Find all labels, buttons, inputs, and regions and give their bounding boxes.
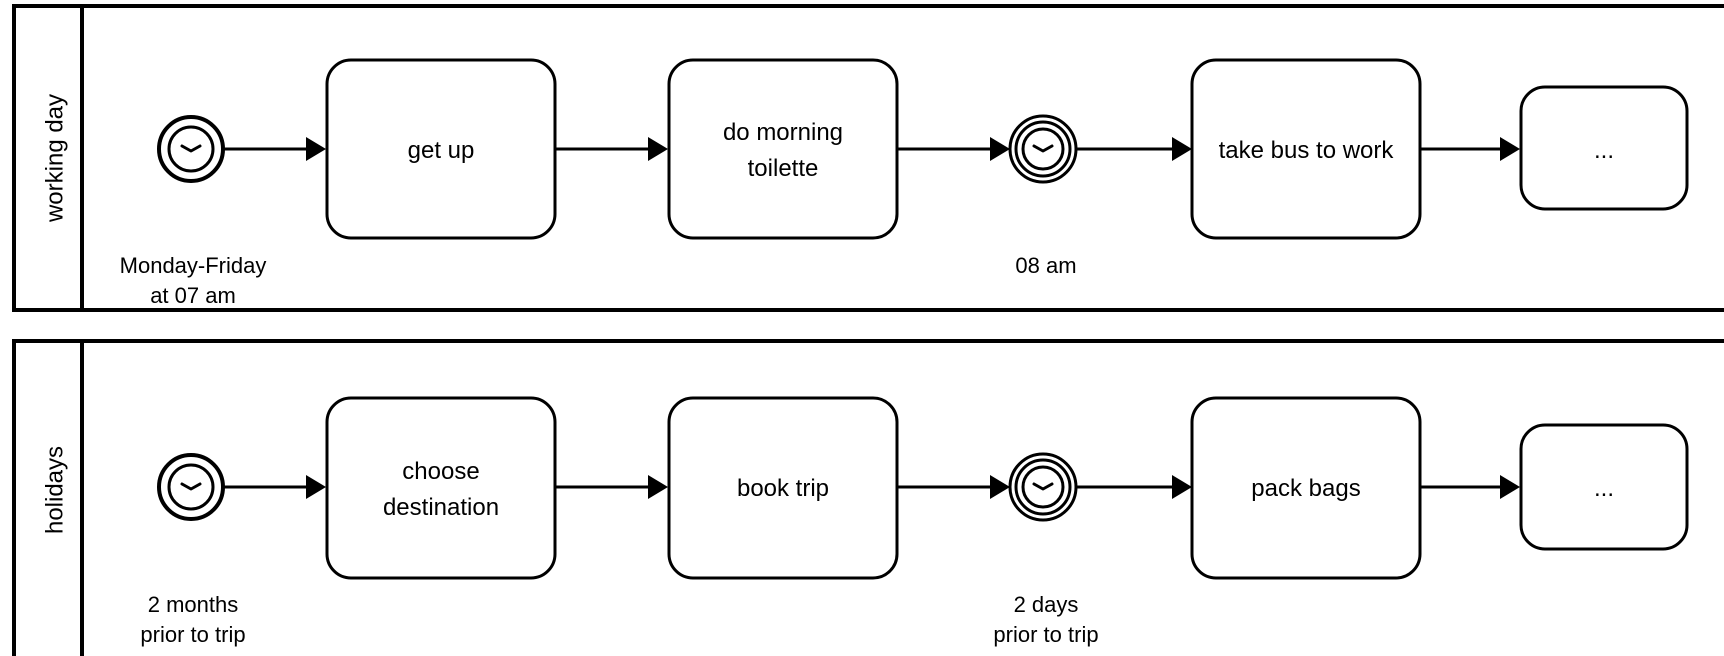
- task-label: destination: [383, 494, 499, 521]
- start-timer-event[interactable]: [157, 453, 225, 521]
- intermediate-timer-event[interactable]: [1008, 452, 1078, 522]
- task-do-morning-toilette[interactable]: do morning toilette: [667, 58, 899, 240]
- task-choose-destination[interactable]: choose destination: [325, 396, 557, 580]
- start-event-label: at 07 am: [150, 283, 236, 308]
- task-get-up[interactable]: get up: [325, 58, 557, 240]
- task-label: ...: [1594, 137, 1614, 164]
- start-event-label: Monday-Friday: [120, 253, 267, 278]
- intermediate-event-label: 08 am: [1015, 253, 1076, 278]
- task-label: toilette: [748, 155, 819, 182]
- clock-icon: [180, 482, 202, 491]
- arrow-head: [990, 137, 1010, 161]
- task-ellipsis[interactable]: ...: [1519, 423, 1689, 551]
- arrow-head: [648, 475, 668, 499]
- lane-frame: [12, 339, 1724, 656]
- lane-label: working day: [41, 94, 68, 223]
- clock-icon: [1032, 144, 1054, 153]
- task-label: choose: [402, 458, 479, 485]
- task-label: book trip: [737, 475, 829, 502]
- intermediate-timer-event[interactable]: [1008, 114, 1078, 184]
- task-label: take bus to work: [1219, 137, 1395, 164]
- task-label: get up: [408, 137, 475, 164]
- task-book-trip[interactable]: book trip: [667, 396, 899, 580]
- lane-label: holidays: [41, 446, 68, 534]
- arrow-head: [648, 137, 668, 161]
- intermediate-event-label: 2 days: [1014, 592, 1079, 617]
- arrow-head: [1500, 137, 1520, 161]
- start-timer-event[interactable]: [157, 115, 225, 183]
- lane-working-day: working day Monday-Friday at 07 am get u…: [12, 4, 1724, 312]
- task-ellipsis[interactable]: ...: [1519, 85, 1689, 211]
- start-event-label: prior to trip: [140, 622, 245, 647]
- clock-icon: [180, 144, 202, 153]
- start-event-label: 2 months: [148, 592, 239, 617]
- lane-frame: [12, 4, 1724, 312]
- arrow-head: [306, 475, 326, 499]
- arrow-head: [990, 475, 1010, 499]
- arrow-head: [1500, 475, 1520, 499]
- task-pack-bags[interactable]: pack bags: [1190, 396, 1422, 580]
- lane-holidays: holidays 2 months prior to trip choose d…: [12, 339, 1724, 656]
- clock-icon: [1032, 482, 1054, 491]
- task-label: do morning: [723, 119, 843, 146]
- arrow-head: [306, 137, 326, 161]
- intermediate-event-label: prior to trip: [993, 622, 1098, 647]
- task-take-bus-to-work[interactable]: take bus to work: [1190, 58, 1422, 240]
- arrow-head: [1172, 137, 1192, 161]
- arrow-head: [1172, 475, 1192, 499]
- task-label: ...: [1594, 475, 1614, 502]
- task-label: pack bags: [1251, 475, 1360, 502]
